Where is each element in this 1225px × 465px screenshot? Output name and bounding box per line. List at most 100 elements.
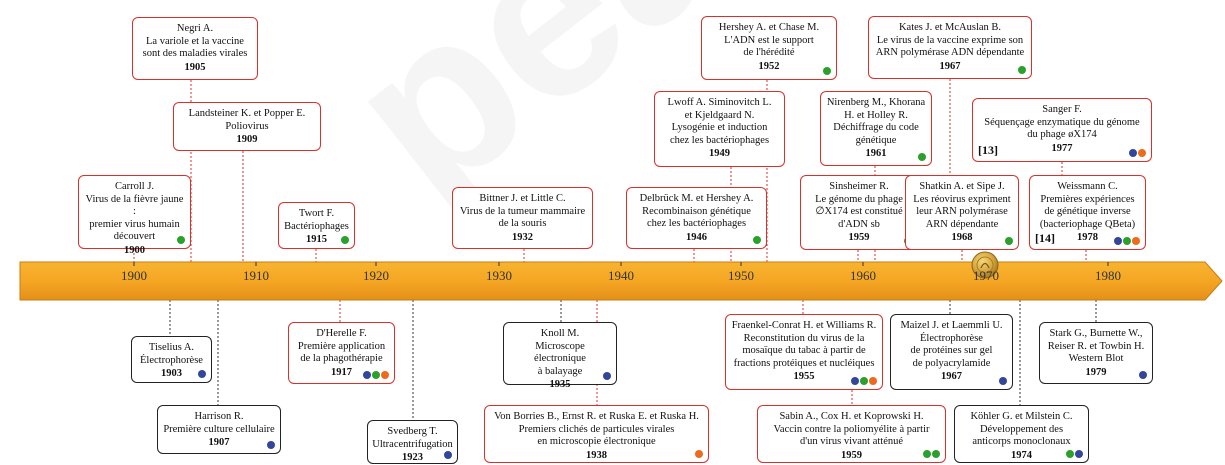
blue-dot-icon: [198, 370, 206, 378]
event-year: 1974: [1011, 449, 1032, 461]
event-box-weissmann: Weissmann C. Premières expériences de gé…: [1029, 175, 1146, 250]
event-box-bittner: Bittner J. et Little C. Virus de la tume…: [452, 187, 593, 249]
event-text: Von Borries B., Ernst R. et Ruska E. et …: [494, 411, 699, 447]
green-dot-icon: [753, 236, 761, 244]
tick-label: 1930: [486, 268, 512, 283]
event-box-shatkin: Shatkin A. et Sipe J. Les réovirus expri…: [905, 175, 1019, 250]
category-dots: [923, 450, 940, 458]
event-year: 1917: [331, 366, 352, 378]
event-box-carroll: Carroll J. Virus de la fièvre jaune : pr…: [78, 175, 191, 256]
event-text: Negri A. La variole et la vaccine sont d…: [142, 23, 248, 59]
event-year: 1900: [124, 244, 145, 256]
event-year: 1938: [586, 449, 607, 461]
tick-label: 1910: [243, 268, 269, 283]
event-year: 1967: [939, 60, 961, 72]
blue-dot-icon: [603, 372, 611, 380]
green-dot-icon: [341, 236, 349, 244]
timeline-bar: [19, 261, 1223, 301]
green-dot-icon: [177, 236, 185, 244]
category-dots: [1129, 149, 1146, 157]
green-dot-icon: [372, 371, 380, 379]
nobel-medal-icon: [971, 251, 999, 279]
tick-label: 1920: [363, 268, 389, 283]
event-box-stark: Stark G., Burnette W., Reiser R. et Towb…: [1039, 322, 1153, 384]
reference-label: [13]: [978, 142, 998, 157]
event-text: Landsteiner K. et Popper E. Poliovirus: [188, 108, 306, 132]
event-year: 1949: [709, 148, 730, 159]
event-box-dherelle: D'Herelle F. Première application de la …: [288, 322, 395, 384]
green-dot-icon: [1066, 450, 1074, 458]
tick-label: 1950: [728, 268, 754, 283]
category-dots: [753, 236, 761, 244]
blue-dot-icon: [363, 371, 371, 379]
event-year: 1979: [1085, 366, 1107, 378]
event-year: 1923: [402, 452, 423, 463]
event-year: 1907: [208, 437, 230, 448]
blue-dot-icon: [1129, 149, 1137, 157]
event-box-sanger: Sanger F. Séquençage enzymatique du géno…: [972, 98, 1152, 162]
category-dots: [341, 236, 349, 244]
event-box-lwoff: Lwoff A. Siminovitch L. et Kjeldgaard N.…: [654, 91, 785, 167]
green-dot-icon: [1005, 237, 1013, 245]
event-box-kates: Kates J. et McAuslan B. Le virus de la v…: [868, 16, 1032, 79]
event-year: 1909: [236, 134, 258, 145]
orange-dot-icon: [1138, 149, 1146, 157]
event-text: Knoll M. Microscope électronique à balay…: [534, 328, 586, 377]
event-text: Lwoff A. Siminovitch L. et Kjeldgaard N.…: [667, 97, 772, 146]
event-box-twort: Twort F. Bactériophages 1915: [278, 202, 355, 249]
event-text: Tiselius A. Électrophorèse: [140, 342, 203, 366]
event-text: Bittner J. et Little C. Virus de la tume…: [459, 193, 586, 229]
tick-label: 1940: [608, 268, 634, 283]
event-text: Hershey A. et Chase M. L'ADN est le supp…: [718, 22, 820, 58]
event-text: Nirenberg M., Khorana H. et Holley R. Dé…: [826, 97, 926, 146]
orange-dot-icon: [1132, 237, 1140, 245]
event-box-knoll: Knoll M. Microscope électronique à balay…: [503, 322, 617, 390]
event-text: Maizel J. et Laemmli U. Électrophorèse d…: [900, 320, 1003, 369]
category-dots: [695, 450, 703, 458]
event-text: Twort F. Bactériophages: [284, 208, 349, 232]
event-box-vonborries: Von Borries B., Ernst R. et Ruska E. et …: [484, 405, 709, 463]
event-year: 1935: [549, 379, 571, 390]
category-dots: [999, 377, 1007, 385]
blue-dot-icon: [1075, 450, 1083, 458]
event-text: Sinsheimer R. Le génome du phage ∅X174 e…: [815, 181, 903, 230]
event-year: 1961: [865, 148, 887, 159]
category-dots: [1066, 450, 1083, 458]
green-dot-icon: [1018, 66, 1026, 74]
category-dots: [363, 371, 389, 379]
event-year: 1959: [848, 232, 870, 243]
event-box-delbruck: Delbrück M. et Hershey A. Recombinaison …: [626, 187, 767, 249]
event-text: Svedberg T. Ultracentrifugation: [372, 426, 453, 450]
event-text: D'Herelle F. Première application de la …: [297, 328, 386, 364]
event-box-kohler: Köhler G. et Milstein C. Développement d…: [954, 405, 1089, 463]
event-text: Fraenkel-Conrat H. et Williams R. Recons…: [731, 320, 877, 369]
category-dots: [603, 372, 611, 380]
event-text: Stark G., Burnette W., Reiser R. et Towb…: [1047, 328, 1145, 364]
event-box-maizel: Maizel J. et Laemmli U. Électrophorèse d…: [890, 314, 1013, 390]
event-year: 1903: [161, 368, 182, 379]
event-year: 1959: [841, 449, 862, 461]
event-text: Weissmann C. Premières expériences de gé…: [1039, 181, 1136, 230]
category-dots: [267, 441, 275, 449]
event-box-fraenkel: Fraenkel-Conrat H. et Williams R. Recons…: [725, 314, 883, 390]
event-box-tiselius: Tiselius A. Électrophorèse 1903: [131, 336, 212, 383]
event-year: 1968: [951, 232, 973, 243]
event-text: Sanger F. Séquençage enzymatique du géno…: [984, 104, 1140, 140]
green-dot-icon: [923, 450, 931, 458]
event-year: 1915: [306, 234, 327, 245]
event-text: Sabin A., Cox H. et Koprowski H. Vaccin …: [773, 411, 930, 447]
category-dots: [918, 153, 926, 161]
event-text: Kates J. et McAuslan B. Le virus de la v…: [875, 22, 1025, 58]
orange-dot-icon: [381, 371, 389, 379]
category-dots: [823, 67, 831, 75]
tick-label: 1980: [1095, 268, 1121, 283]
event-box-negri: Negri A. La variole et la vaccine sont d…: [132, 17, 258, 80]
event-year: 1955: [793, 371, 815, 382]
green-dot-icon: [823, 67, 831, 75]
blue-dot-icon: [1139, 371, 1147, 379]
blue-dot-icon: [851, 377, 859, 385]
category-dots: [1114, 237, 1140, 245]
